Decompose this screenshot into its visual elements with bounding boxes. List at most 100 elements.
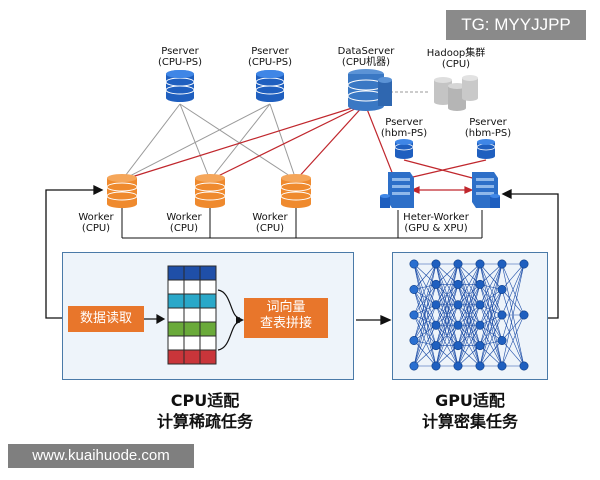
heter-arrow (410, 186, 474, 194)
nn-edge (479, 345, 503, 367)
nn-edge (435, 345, 459, 367)
nn-node (453, 300, 463, 310)
pserver-2-sub: (CPU-PS) (247, 57, 293, 68)
nn-node (453, 259, 463, 269)
nn-edge (479, 263, 503, 285)
nn-edge (435, 263, 459, 305)
heter-worker-left-icon (380, 172, 414, 208)
nn-node (475, 341, 485, 351)
worker-3-label: Worker (CPU) (252, 212, 287, 234)
hbm-pserver-1-name: Pserver (385, 117, 423, 128)
nn-node (409, 361, 419, 371)
nn-node (475, 279, 485, 289)
nn-edges (413, 263, 525, 367)
hbm-pserver-2-db-icon (476, 138, 496, 160)
nn-edge (457, 345, 481, 367)
nn-node (409, 259, 419, 269)
hbm-pserver-1-sub: (hbm-PS) (380, 128, 428, 139)
nn-edge (501, 263, 525, 367)
nn-edge (413, 314, 437, 346)
worker-2-name: Worker (166, 212, 202, 223)
nn-edge (457, 263, 481, 285)
lookup-line-1: 词向量 (266, 300, 306, 315)
dataserver-sub: (CPU机器) (341, 57, 391, 68)
worker-3-name: Worker (252, 212, 288, 223)
nn-edge (413, 304, 437, 341)
worker-2-db-icon (194, 173, 226, 209)
heter-worker-name: Heter-Worker (403, 212, 469, 223)
nn-edge (457, 304, 481, 367)
nn-edge (479, 314, 503, 367)
nn-node (431, 259, 441, 269)
nn-node (519, 310, 529, 320)
left-loop-arrow (45, 184, 104, 319)
gpu-caption-line-2: 计算密集任务 (421, 412, 519, 431)
nn-edge (413, 345, 437, 367)
watermark-top: TG: MYYJJPP (446, 10, 586, 40)
worker-3-db-icon (280, 173, 312, 209)
pserver-1-label: Pserver (CPU-PS) (158, 46, 202, 68)
nn-edge (479, 289, 503, 326)
heter-worker-right-icon (472, 172, 500, 208)
hadoop-cluster-icon (434, 75, 478, 111)
nn-edge (413, 284, 437, 367)
nn-edge (479, 314, 503, 346)
dataserver-name: DataServer (337, 46, 395, 57)
nn-node (431, 361, 441, 371)
right-loop-arrow (501, 188, 559, 319)
hbm-ps-links (399, 159, 487, 181)
lookup-line-2: 查表拼接 (259, 316, 312, 331)
nn-edge (501, 340, 525, 367)
nn-edge (435, 263, 459, 326)
pserver-1-db-icon (165, 69, 195, 103)
gpu-caption: GPU适配 计算密集任务 (422, 390, 518, 432)
nn-node (497, 361, 507, 371)
read-to-table-arrow (144, 313, 166, 325)
nn-edge (413, 284, 437, 316)
nn-edge (413, 314, 437, 367)
nn-edge (501, 263, 525, 341)
nn-edge (457, 263, 481, 305)
nn-edge (413, 289, 437, 346)
nn-edge (457, 263, 481, 346)
ps-worker-links (121, 103, 297, 181)
pserver-1-name: Pserver (161, 46, 199, 57)
nn-edge (479, 289, 503, 367)
nn-edge (479, 289, 503, 346)
worker-1-db-icon (106, 173, 138, 209)
pserver-2-name: Pserver (251, 46, 289, 57)
neural-network-diagram (409, 259, 529, 371)
nn-edge (479, 263, 503, 305)
nn-node (475, 300, 485, 310)
nn-edge (479, 263, 503, 367)
nn-edge (457, 284, 481, 367)
pserver-2-label: Pserver (CPU-PS) (248, 46, 292, 68)
panel-arrow (356, 314, 392, 326)
embedding-table (144, 265, 244, 365)
worker-2-sub: (CPU) (169, 223, 199, 234)
nn-node (431, 341, 441, 351)
nn-edge (413, 340, 437, 367)
nn-edge (479, 263, 503, 290)
nn-node (409, 310, 419, 320)
nn-edge (413, 289, 437, 367)
heter-worker-label: Heter-Worker (GPU & XPU) (403, 212, 469, 234)
nn-edge (435, 325, 459, 367)
nn-node (409, 284, 419, 294)
hadoop-sub: (CPU) (441, 59, 471, 70)
dataserver-worker-links (121, 103, 396, 181)
nn-edge (501, 263, 525, 316)
hbm-pserver-1-db-icon (394, 138, 414, 160)
nn-edge (435, 304, 459, 367)
nn-edge (479, 263, 503, 326)
nn-node (475, 361, 485, 371)
nn-edge (413, 289, 437, 326)
data-read-box: 数据读取 (68, 306, 144, 332)
cpu-caption-line-1: CPU适配 (170, 391, 240, 410)
nn-edge (479, 263, 503, 346)
nn-edge (435, 263, 459, 367)
nn-edge (457, 263, 481, 326)
nn-edge (501, 314, 525, 341)
